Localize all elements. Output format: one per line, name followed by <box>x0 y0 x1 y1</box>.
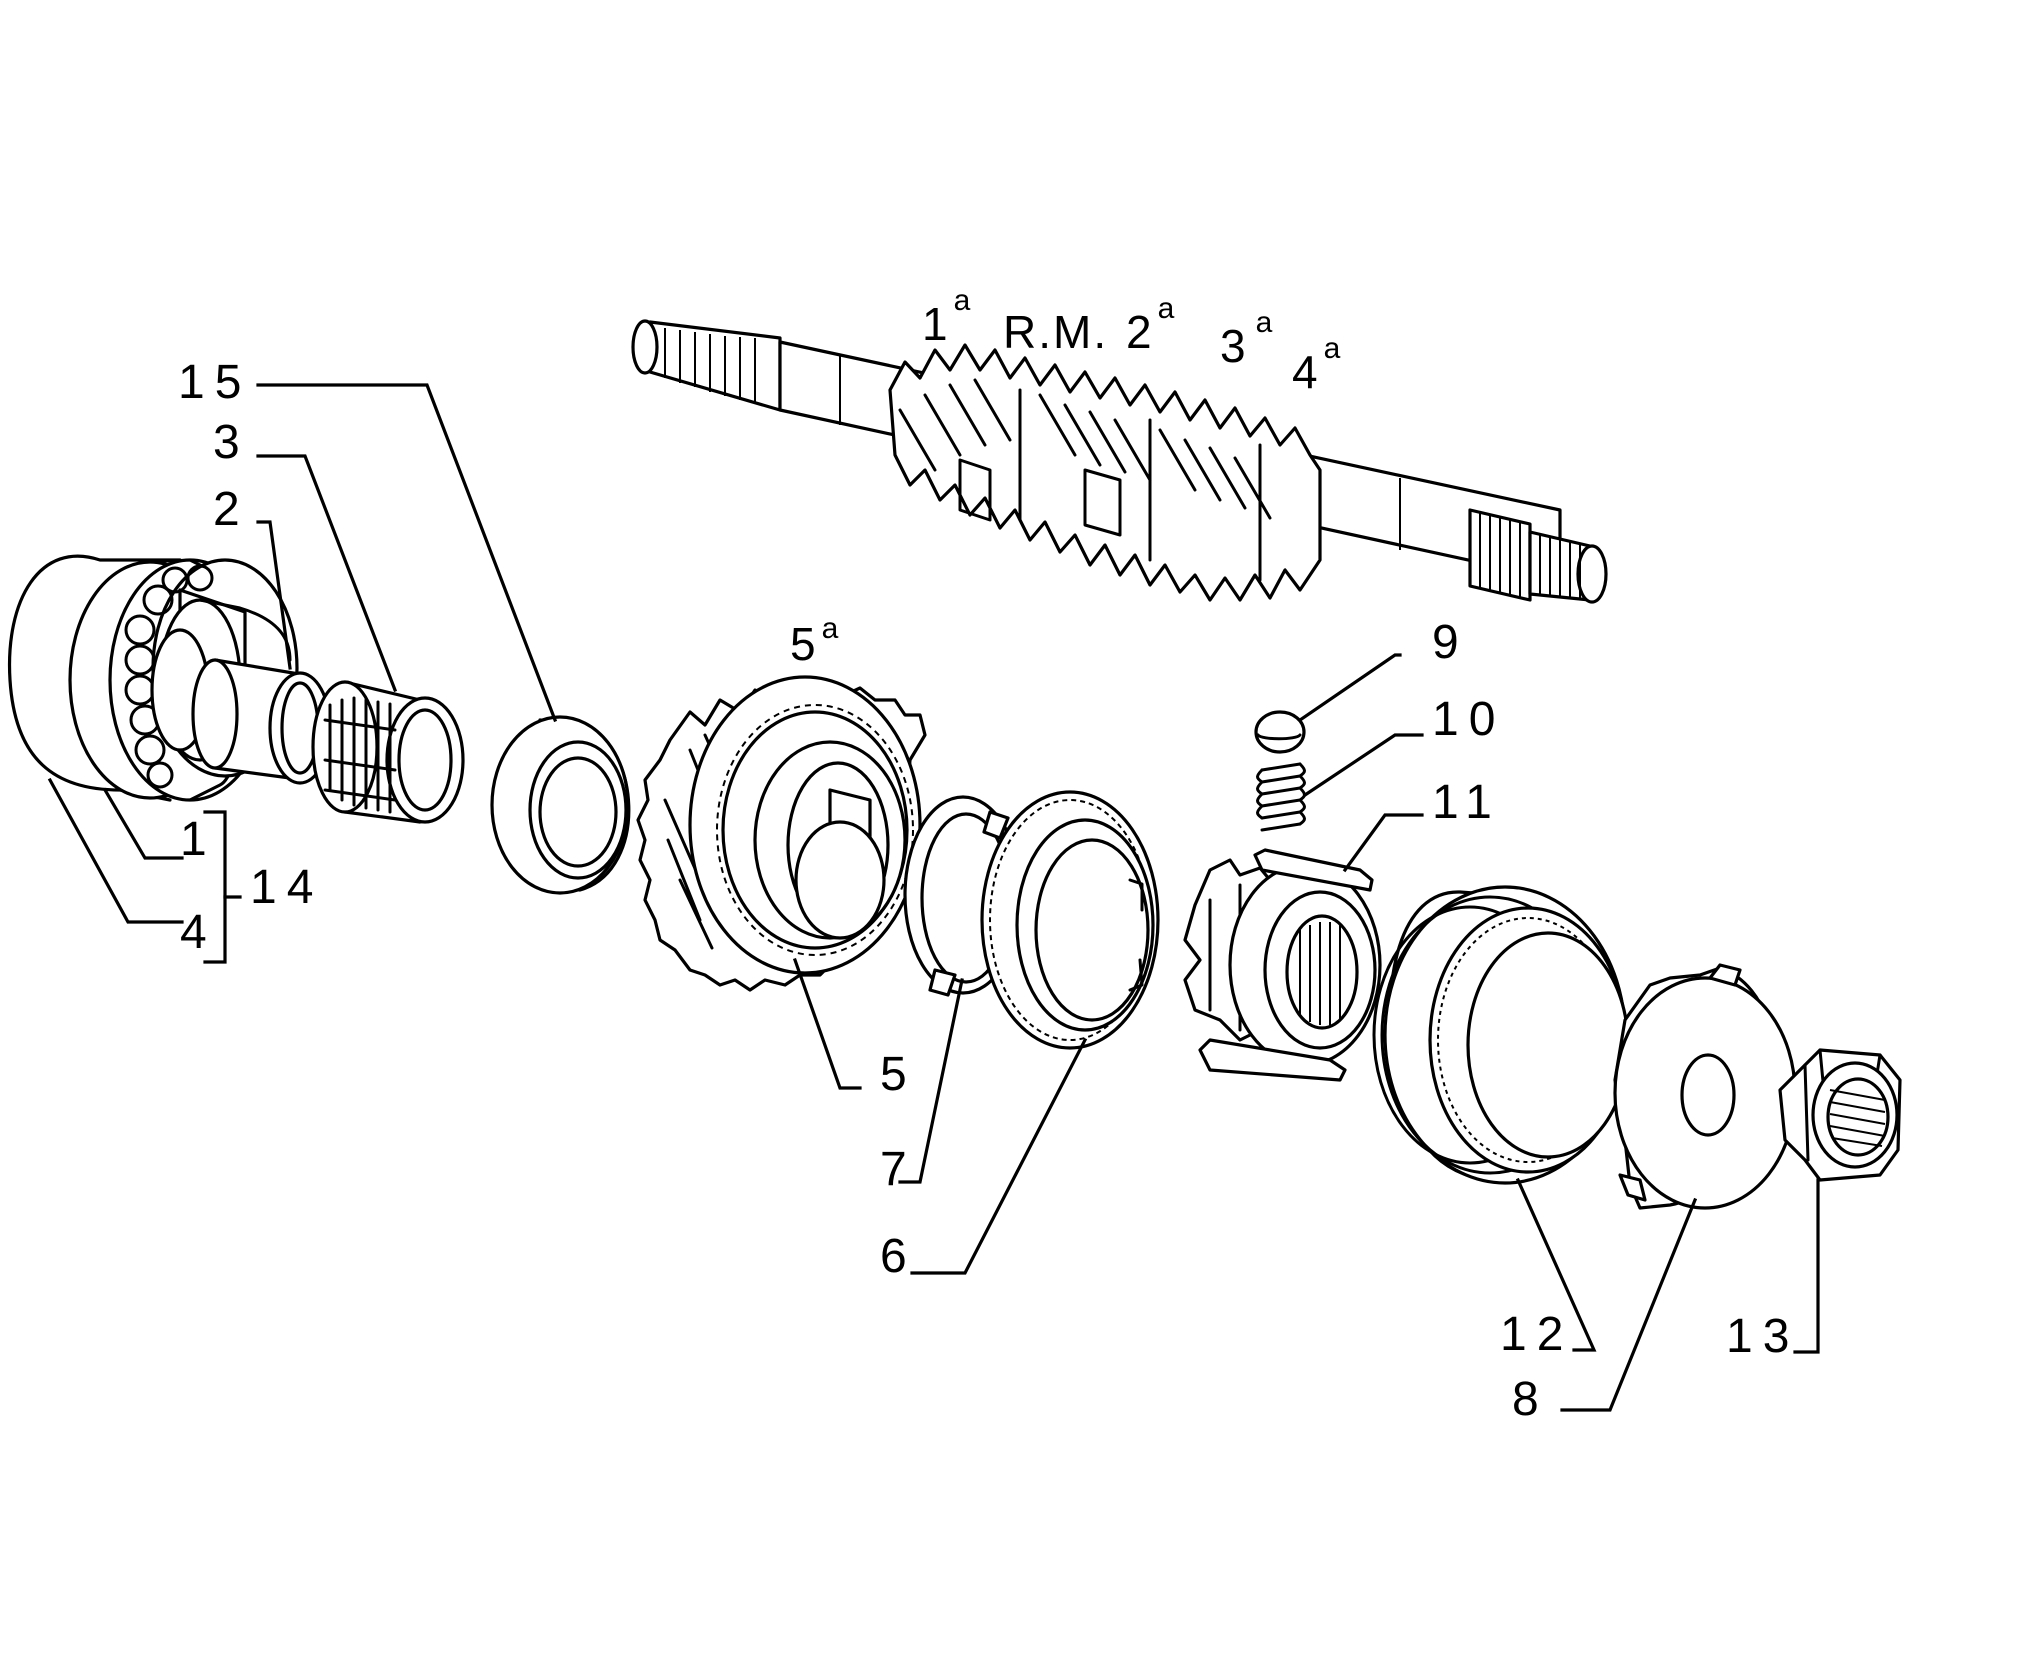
callout-6: 6 <box>880 1230 917 1283</box>
callout-2: 2 <box>213 483 250 536</box>
label-reverse-gear: R.M. <box>1003 306 1108 358</box>
sliding-sleeve <box>1372 885 1630 1185</box>
callout-12: 12 <box>1500 1308 1573 1361</box>
callout-13: 13 <box>1726 1310 1799 1363</box>
callout-3: 3 <box>213 416 250 469</box>
callout-4: 4 <box>180 906 217 959</box>
thrust-washer <box>490 715 631 895</box>
callout-5: 5 <box>880 1048 917 1101</box>
callout-9: 9 <box>1432 616 1469 669</box>
callout-labels: 15 3 2 1 14 4 5 7 6 9 10 11 12 8 13 <box>178 356 1799 1426</box>
needle-roller-cage <box>311 680 465 824</box>
main-shaft <box>631 319 1608 604</box>
hex-nut <box>1778 1048 1902 1182</box>
callout-1: 1 <box>180 813 217 866</box>
lock-washer <box>1613 963 1797 1210</box>
synchronizer-hub <box>1183 848 1382 1082</box>
leader-lines <box>47 383 1820 1412</box>
synchronizer-ring <box>980 790 1160 1050</box>
callout-7: 7 <box>880 1143 917 1196</box>
inner-sleeve <box>191 658 332 785</box>
callout-11: 11 <box>1432 776 1502 829</box>
detent-spring <box>1256 762 1306 832</box>
callout-14: 14 <box>250 861 323 914</box>
callout-15: 15 <box>178 356 251 409</box>
callout-8: 8 <box>1512 1373 1549 1426</box>
fifth-speed-gear <box>636 675 927 992</box>
callout-10: 10 <box>1432 693 1505 746</box>
detent-pin <box>1254 710 1306 754</box>
